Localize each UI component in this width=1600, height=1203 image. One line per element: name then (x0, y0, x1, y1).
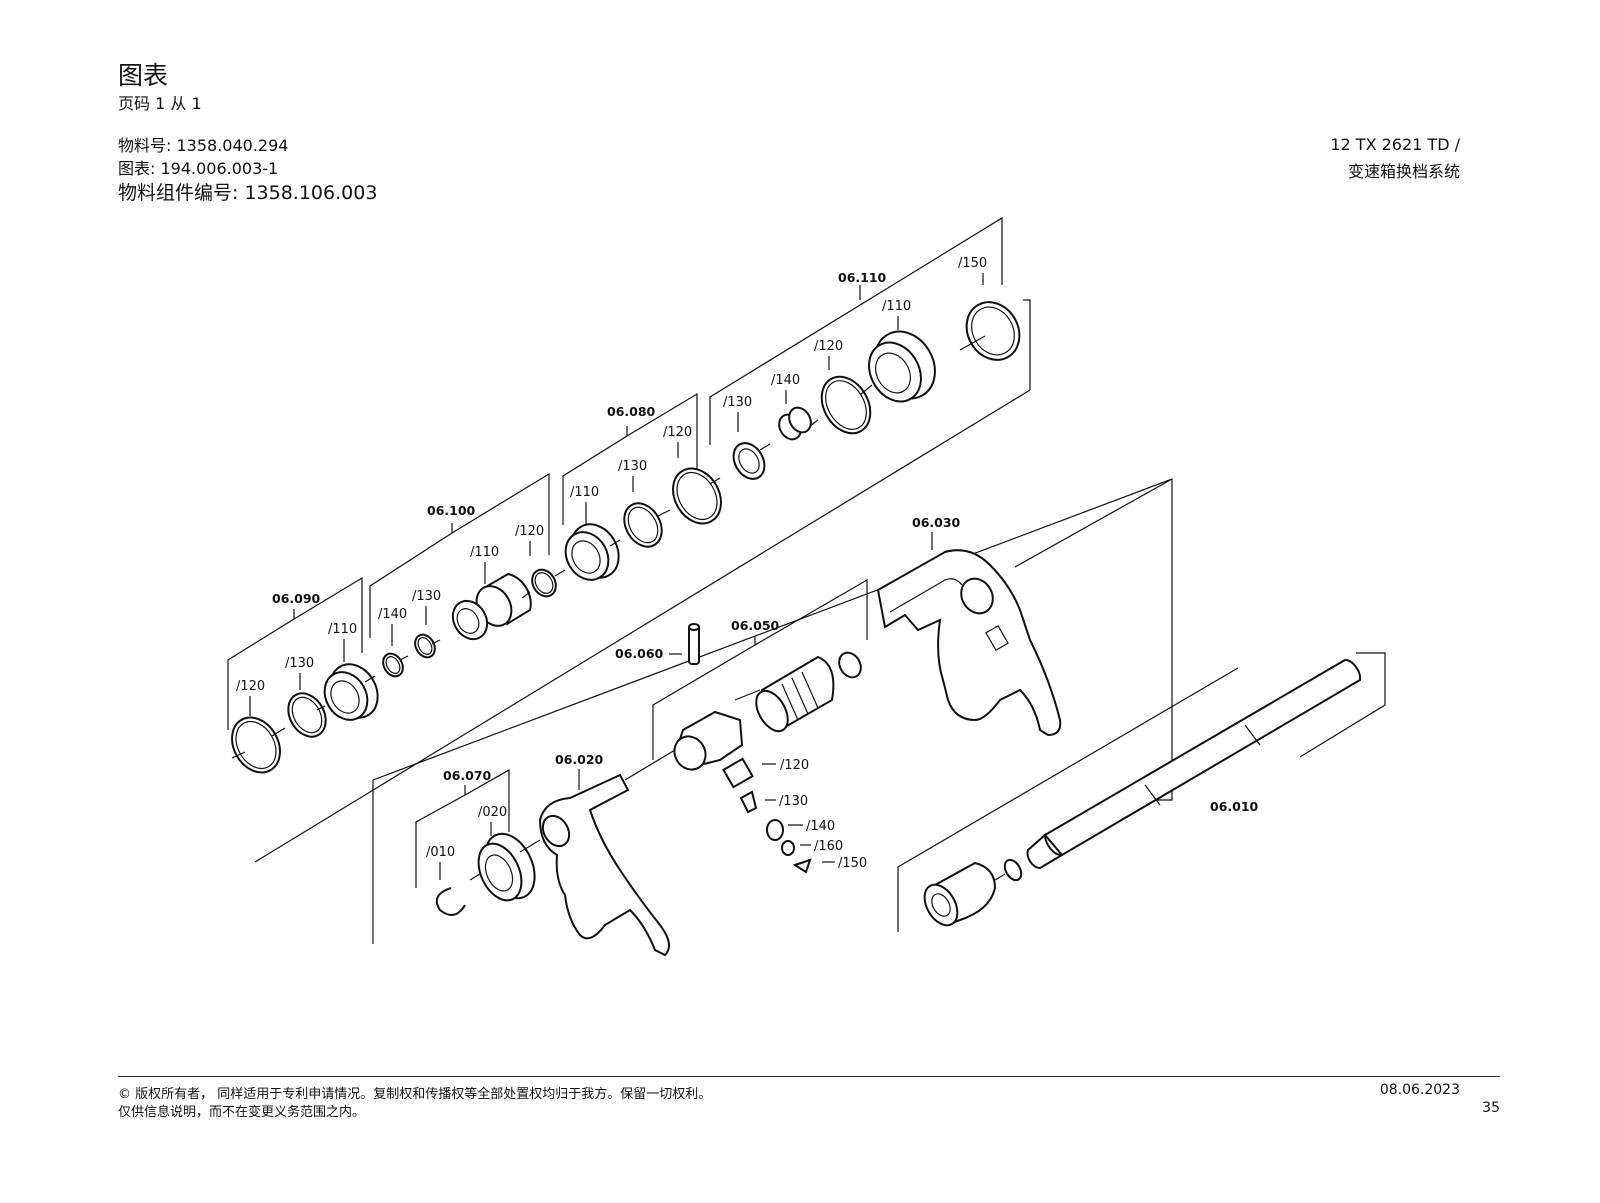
item-label: /140 (378, 607, 407, 622)
assembly-number: 物料组件编号: 1358.106.003 (118, 182, 378, 204)
item-label: /110 (570, 485, 599, 500)
group-06-110: 06.110 /150 /110 /120 /140 /130 (254, 216, 1031, 863)
product-name: 12 TX 2621 TD / (1330, 135, 1460, 154)
group-06-020: 06.020 (538, 749, 676, 957)
group-label: 06.010 (1210, 799, 1259, 814)
footer-divider (118, 1076, 1500, 1077)
item-label: /120 (780, 758, 809, 773)
item-label: /130 (285, 656, 314, 671)
item-label: /010 (426, 845, 455, 860)
group-06-070: 06.070 /020 /010 (415, 768, 536, 916)
item-label: /120 (515, 524, 544, 539)
item-label: /130 (723, 395, 752, 410)
item-label: /110 (470, 545, 499, 560)
group-06-030: 06.030 (372, 478, 1173, 944)
item-label: /020 (478, 805, 507, 820)
item-label: /120 (663, 425, 692, 440)
group-06-080: 06.080 /120 /130 /110 (562, 392, 722, 581)
diagram-number: 图表: 194.006.003-1 (118, 159, 279, 178)
item-label: /110 (882, 299, 911, 314)
group-06-050: 06.050 /120 /130 /140 /160 /150 (652, 578, 868, 874)
item-label: /130 (618, 459, 647, 474)
group-label: 06.070 (443, 768, 492, 783)
group-06-010: 06.010 (897, 652, 1386, 932)
item-label: /110 (328, 622, 357, 637)
item-label: /160 (814, 839, 843, 854)
item-label: /130 (779, 794, 808, 809)
document-date: 08.06.2023 (1379, 1082, 1460, 1098)
group-label: 06.060 (615, 646, 664, 661)
group-06-100: 06.100 /120 /110 /130 /140 (369, 472, 557, 678)
copyright-notice: © 版权所有者， 同样适用于专利申请情况。复制权和传播权等全部处置权均归于我方。… (118, 1087, 712, 1102)
page-title: 图表 (118, 61, 169, 90)
item-label: /130 (412, 589, 441, 604)
item-label: /140 (806, 819, 835, 834)
page-info: 页码 1 从 1 (118, 94, 202, 113)
page-number: 35 (1482, 1100, 1500, 1116)
alignment-lines (231, 335, 1006, 881)
item-label: /120 (814, 339, 843, 354)
product-system: 变速箱换档系统 (1347, 162, 1460, 181)
group-label: 06.090 (272, 591, 321, 606)
item-label: /150 (838, 856, 867, 871)
item-label: /150 (958, 256, 987, 271)
group-label: 06.020 (555, 752, 604, 767)
group-06-060: 06.060 (615, 623, 700, 665)
group-label: 06.100 (427, 503, 476, 518)
group-label: 06.080 (607, 404, 656, 419)
disclaimer-notice: 仅供信息说明，而不在变更义务范围之内。 (118, 1105, 366, 1120)
group-06-090: 06.090 /110 /130 /120 (227, 576, 379, 774)
item-label: /140 (771, 373, 800, 388)
group-label: 06.030 (912, 515, 961, 530)
item-label: /120 (236, 679, 265, 694)
group-label: 06.110 (838, 270, 887, 285)
material-number: 物料号: 1358.040.294 (118, 136, 289, 155)
group-label: 06.050 (731, 618, 780, 633)
